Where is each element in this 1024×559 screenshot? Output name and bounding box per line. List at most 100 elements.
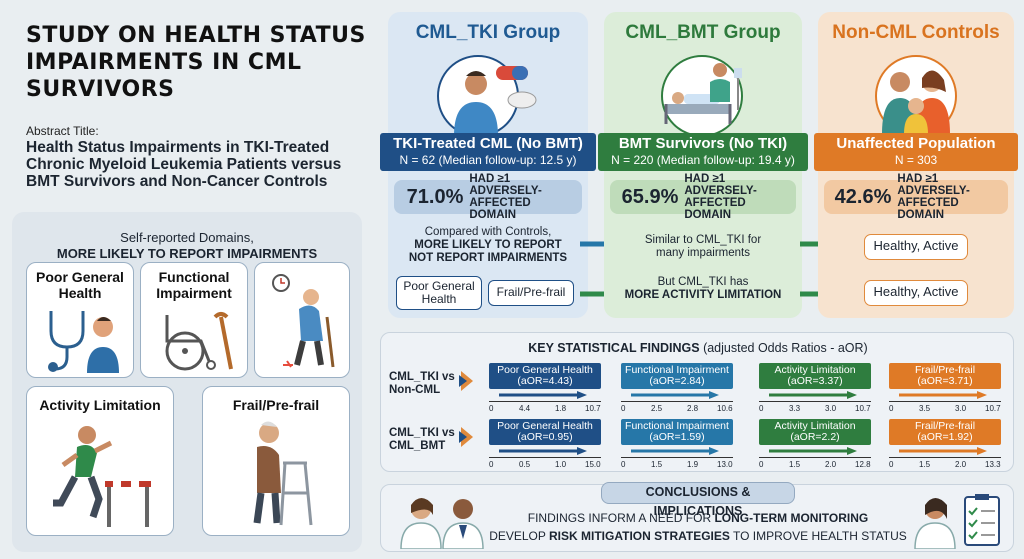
tick-label: 2.0 [825, 460, 837, 469]
note-line: many impairments [656, 247, 750, 259]
tick-label: 15.0 [585, 460, 601, 469]
group-cml-tki: CML_TKI Group TKI-Treated CML (No BMT) N… [380, 12, 596, 318]
group-percent-label: HAD ≥1 ADVERSELY-AFFECTED DOMAIN [469, 173, 542, 221]
aor-arrow [499, 447, 587, 455]
group-percent: 42.6% [834, 185, 892, 208]
domain-card-label: Functional Impairment [156, 269, 232, 301]
stats-heading: KEY STATISTICAL FINDINGS [528, 341, 700, 355]
tick-label: 10.7 [855, 404, 871, 413]
group-percent: 65.9% [621, 185, 679, 208]
group-percent-box: 65.9% HAD ≥1 ADVERSELY-AFFECTED DOMAIN [610, 173, 796, 221]
aor-value: (aOR=1.92) [917, 431, 973, 443]
band-subtitle: N = 220 (Median follow-up: 19.4 y) [611, 153, 795, 167]
tick-label: 13.3 [985, 460, 1001, 469]
domain-card-elderly-cane [254, 262, 350, 378]
tick-label: 10.6 [717, 404, 733, 413]
aor-tag: Activity Limitation(aOR=3.37) [759, 363, 871, 389]
aor-domain: Functional Impairment [625, 420, 729, 432]
conclusion-text: FINDINGS INFORM A NEED FOR [527, 511, 715, 525]
aor-axis [889, 401, 1001, 402]
runner-hurdle-icon [53, 426, 151, 527]
aor-arrow [769, 447, 857, 455]
note-line: But CML_TKI has [657, 276, 749, 288]
band-subtitle: N = 62 (Median follow-up: 12.5 y) [399, 153, 577, 167]
tick-label: 10.7 [585, 404, 601, 413]
status-pill: Healthy, Active [864, 280, 968, 306]
domains-panel: Self-reported Domains, MORE LIKELY TO RE… [12, 212, 362, 552]
aor-arrow [769, 391, 857, 399]
clinician-checklist-icon [914, 494, 1000, 549]
aor-domain: Poor General Health [497, 364, 593, 376]
tick-label: 0 [889, 460, 894, 469]
aor-tag: Frail/Pre-frail(aOR=3.71) [889, 363, 1001, 389]
tick-label: 0 [489, 404, 494, 413]
domain-card-functional: Functional Impairment [140, 262, 248, 378]
tick-label: 2.0 [955, 460, 967, 469]
aor-domain: Activity Limitation [774, 420, 856, 432]
tick-label: 1.5 [919, 460, 931, 469]
tick-label: 13.0 [717, 460, 733, 469]
group-band: Unaffected Population N = 303 [814, 133, 1018, 171]
chevron-right-icon [459, 371, 473, 391]
tick-label: 0 [759, 404, 764, 413]
tag-frail: Frail/Pre-frail [488, 280, 574, 306]
abstract-label: Abstract Title: [26, 124, 99, 138]
domains-heading-line1: Self-reported Domains, [120, 230, 254, 245]
group-percent: 71.0% [406, 185, 464, 208]
comparison-label-line: CML_TKI vs [389, 371, 455, 383]
aor-axis [759, 457, 871, 458]
group-title: CML_BMT Group [625, 22, 781, 43]
aor-arrow [631, 391, 719, 399]
note-line: Compared with Controls, [424, 226, 552, 238]
group-percent-label: HAD ≥1 ADVERSELY-AFFECTED DOMAIN [897, 173, 970, 221]
aor-axis [889, 457, 1001, 458]
aor-axis [621, 401, 733, 402]
tick-label: 0 [621, 460, 626, 469]
tick-label: 1.5 [651, 460, 663, 469]
aor-value: (aOR=3.37) [787, 375, 843, 387]
tick-label: 1.5 [789, 460, 801, 469]
tag-poor-general-health: Poor General Health [396, 276, 482, 310]
group-note: Compared with Controls, MORE LIKELY TO R… [396, 226, 580, 265]
tick-label: 0 [889, 404, 894, 413]
aor-tag: Poor General Health(aOR=4.43) [489, 363, 601, 389]
conclusion-text: DEVELOP [489, 529, 549, 543]
band-subtitle: N = 303 [894, 153, 938, 167]
domains-heading-line2: MORE LIKELY TO REPORT IMPAIRMENTS [56, 246, 318, 261]
family-icon [875, 55, 957, 137]
hospital-bed-icon [661, 55, 743, 137]
chevron-right-icon [459, 427, 473, 447]
aor-ticks: 0 1.5 2.0 13.3 [889, 460, 1001, 470]
aor-tag: Poor General Health(aOR=0.95) [489, 419, 601, 445]
note-line-bold: MORE ACTIVITY LIMITATION [624, 289, 782, 301]
note-line: Similar to CML_TKI for [644, 234, 762, 246]
aor-tag: Functional Impairment(aOR=1.59) [621, 419, 733, 445]
tick-label: 3.0 [955, 404, 967, 413]
aor-arrow [631, 447, 719, 455]
group-band: BMT Survivors (No TKI) N = 220 (Median f… [598, 133, 808, 171]
tick-label: 1.8 [555, 404, 567, 413]
conclusions-panel: CONCLUSIONS & IMPLICATIONS FINDINGS INFO… [380, 482, 1015, 552]
conclusion-text: TO IMPROVE HEALTH STATUS [729, 529, 907, 543]
comparison-label-line: CML_BMT [389, 440, 446, 452]
aor-axis [489, 401, 601, 402]
tick-label: 0 [621, 404, 626, 413]
aor-value: (aOR=2.2) [790, 431, 840, 443]
tick-label: 1.0 [555, 460, 567, 469]
conclusion-text-bold: RISK MITIGATION STRATEGIES [549, 529, 730, 543]
conclusion-line-1: FINDINGS INFORM A NEED FOR LONG-TERM MON… [381, 511, 1015, 525]
abstract-title: Health Status Impairments in TKI-Treated… [26, 139, 342, 190]
band-title: Unaffected Population [836, 135, 996, 152]
tick-label: 3.0 [825, 404, 837, 413]
aor-arrow [899, 391, 987, 399]
aor-tag: Frail/Pre-frail(aOR=1.92) [889, 419, 1001, 445]
aor-domain: Frail/Pre-frail [914, 364, 976, 376]
aor-arrow [499, 391, 587, 399]
stats-title: KEY STATISTICAL FINDINGS (adjusted Odds … [381, 341, 1015, 355]
stethoscope-person-icon [48, 311, 119, 373]
